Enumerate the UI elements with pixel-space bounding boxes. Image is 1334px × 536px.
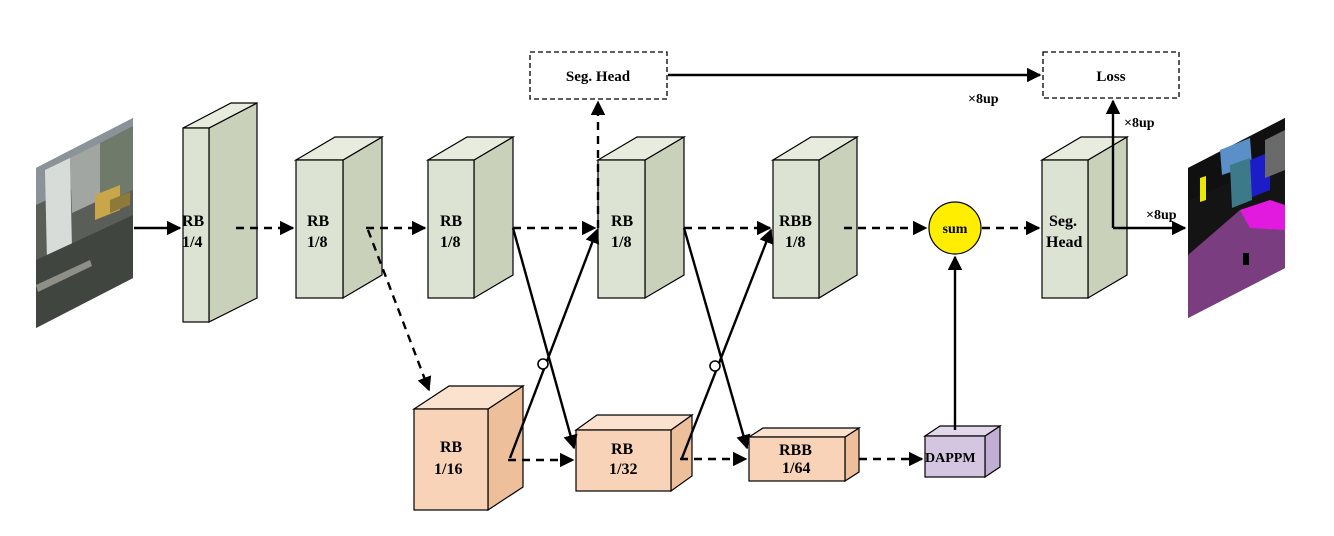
upsample-label-output: ×8up (1146, 208, 1177, 223)
crossing-hop-1 (537, 358, 549, 370)
block-rb-32: RB 1/32 (574, 413, 694, 493)
block-rb-eighth-a: RB 1/8 (293, 135, 385, 300)
upsample-label-loss: ×8up (1124, 116, 1155, 131)
block-rb-eighth-c: RB 1/8 (595, 135, 687, 300)
block-dappm-label: DAPPM (925, 451, 976, 466)
block-dappm: DAPPM (923, 424, 1002, 479)
block-rb-eighth-b-line2: 1/8 (440, 234, 460, 251)
block-rb-16-line2: 1/16 (434, 461, 462, 478)
crossing-hop-2 (709, 360, 721, 372)
block-rb-32-line2: 1/32 (609, 461, 637, 478)
block-rb-eighth-c-line2: 1/8 (611, 234, 631, 251)
block-rb-eighth-b-line1: RB (440, 213, 463, 230)
output-image (1188, 118, 1285, 318)
block-rbb-eighth-line2: 1/8 (785, 234, 805, 251)
block-seg-head-line2: Head (1046, 234, 1083, 251)
block-rb-eighth-a-line1: RB (307, 213, 330, 230)
seg-head-aux-box: Seg. Head (529, 51, 668, 100)
block-rb-eighth-a-line2: 1/8 (307, 234, 327, 251)
block-seg-head-line1: Seg. (1049, 213, 1077, 230)
upsample-label-aux: ×8up (968, 92, 999, 107)
block-rb-eighth-b: RB 1/8 (425, 135, 516, 300)
connections (134, 67, 1187, 468)
loss-box: Loss (1042, 51, 1180, 99)
sum-node: sum (928, 201, 982, 255)
block-rb-16: RB 1/16 (411, 384, 526, 512)
sum-node-label: sum (943, 222, 968, 237)
block-seg-head: Seg. Head (1039, 135, 1130, 300)
block-rb-quarter-line1: RB (182, 213, 205, 230)
block-rb-quarter: RB 1/4 (182, 102, 258, 323)
block-rb-16-line1: RB (440, 439, 463, 456)
block-rbb-64: RBB 1/64 (746, 426, 862, 483)
block-rb-eighth-c-line1: RB (611, 213, 634, 230)
loss-label: Loss (1096, 69, 1125, 85)
block-rb-quarter-line2: 1/4 (182, 234, 202, 251)
block-rbb-64-line1: RBB (779, 442, 812, 459)
block-rbb-eighth-line1: RBB (779, 213, 812, 230)
block-rb-32-line1: RB (611, 441, 634, 458)
block-rbb-64-line2: 1/64 (782, 460, 810, 477)
seg-head-aux-label: Seg. Head (566, 69, 631, 85)
block-rbb-eighth: RBB 1/8 (770, 135, 860, 300)
input-image (36, 118, 133, 328)
